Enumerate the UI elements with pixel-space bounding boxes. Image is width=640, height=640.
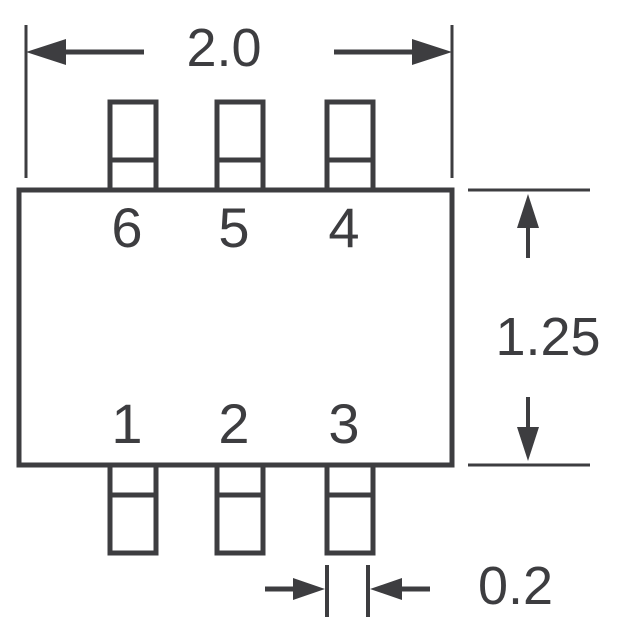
bottom-lead-group (107, 462, 376, 556)
dimension-label-height: 1.25 (495, 307, 600, 367)
pin-number-labels-bottom: 1 2 3 (111, 392, 359, 455)
dimension-height-1-25: 1.25 (468, 188, 601, 467)
bottom-lead-0 (107, 462, 159, 556)
pin-number-label-1: 1 (111, 392, 142, 455)
top-lead-0 (107, 99, 159, 193)
lead-body (214, 462, 266, 556)
pin-number-label-2: 2 (218, 392, 249, 455)
pin-number-label-3: 3 (328, 392, 359, 455)
top-lead-1 (214, 99, 266, 193)
lead-body (324, 462, 376, 556)
top-lead-group (107, 99, 376, 193)
lead-body (107, 462, 159, 556)
dimension-label-lead-width: 0.2 (478, 556, 553, 616)
pin-number-labels-top: 6 5 4 (111, 196, 359, 259)
lead-body (214, 99, 266, 193)
arrowhead-down-icon (517, 427, 539, 461)
dimension-lead-width-0-2: 0.2 (265, 556, 553, 617)
arrowhead-left-icon (26, 39, 66, 65)
bottom-lead-1 (214, 462, 266, 556)
lead-body (107, 99, 159, 193)
arrowhead-right-icon (412, 39, 452, 65)
lead-body (324, 99, 376, 193)
pin-number-label-5: 5 (218, 196, 249, 259)
dimension-label-width: 2.0 (186, 18, 261, 78)
pin-number-label-4: 4 (328, 196, 359, 259)
arrowhead-inward-left-icon (293, 578, 325, 600)
arrowhead-up-icon (517, 194, 539, 228)
dimension-width-2-0: 2.0 (24, 18, 454, 178)
arrowhead-inward-right-icon (370, 578, 402, 600)
bottom-lead-2 (324, 462, 376, 556)
top-lead-2 (324, 99, 376, 193)
pin-number-label-6: 6 (111, 196, 142, 259)
